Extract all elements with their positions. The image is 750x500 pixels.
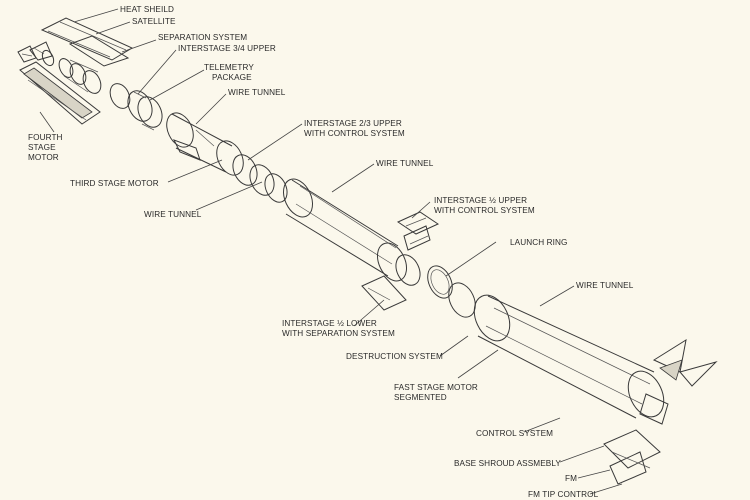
interstage-2-3-part <box>232 154 288 203</box>
label-fast-stage-line2: SEGMENTED <box>394 393 447 402</box>
interstage-1-2-upper-part <box>396 211 440 251</box>
second-stage-motor-part <box>282 178 408 282</box>
label-interstage-2-3-line2: WITH CONTROL SYSTEM <box>304 129 405 138</box>
label-destruction-system: DESTRUCTION SYSTEM <box>346 352 443 361</box>
label-interstage-half-upper-line1: INTERSTAGE ½ UPPER <box>434 196 527 205</box>
label-interstage-2-3-line1: INTERSTAGE 2/3 UPPER <box>304 119 402 128</box>
leader-lines <box>39 8 623 495</box>
label-telemetry-line2: PACKAGE <box>212 73 252 82</box>
label-fm-tip-control: FM TIP CONTROL <box>528 490 599 499</box>
third-stage-motor-part <box>166 112 244 176</box>
label-telemetry-line1: TELEMETRY <box>204 63 254 72</box>
tail-fins-part <box>652 338 718 387</box>
fourth-stage-motor-part <box>19 61 101 125</box>
label-interstage-half-lower-line2: WITH SEPARATION SYSTEM <box>282 329 395 338</box>
first-stage-motor-part <box>473 294 669 425</box>
base-shroud-part <box>603 429 661 485</box>
label-heat-shield: HEAT SHEILD <box>120 5 174 14</box>
satellite-part <box>17 41 55 67</box>
label-third-stage-motor: THIRD STAGE MOTOR <box>70 179 159 188</box>
label-fourth-stage-line2: STAGE <box>28 143 56 152</box>
label-fourth-stage-line1: FOURTH <box>28 133 63 142</box>
separation-system-part <box>68 35 130 67</box>
label-fourth-stage-line3: MOTOR <box>28 153 59 162</box>
label-wire-tunnel-top: WIRE TUNNEL <box>228 88 286 97</box>
telemetry-package-part <box>58 58 131 109</box>
label-launch-ring: LAUNCH RING <box>510 238 568 247</box>
label-interstage-half-lower-line1: INTERSTAGE ½ LOWER <box>282 319 377 328</box>
launch-ring-part <box>427 265 476 318</box>
label-interstage-3-4-upper: INTERSTAGE 3/4 UPPER <box>178 44 276 53</box>
label-satellite: SATELLITE <box>132 17 176 26</box>
label-separation-system: SEPARATION SYSTEM <box>158 33 247 42</box>
label-wire-tunnel-mid: WIRE TUNNEL <box>376 159 434 168</box>
label-fm: FM <box>565 474 577 483</box>
interstage-3-4-upper-part <box>127 90 163 131</box>
interstage-1-2-lower-part <box>361 254 421 311</box>
label-control-system: CONTROL SYSTEM <box>476 429 553 438</box>
label-base-shroud: BASE SHROUD ASSMEBLY <box>454 459 561 468</box>
label-interstage-half-upper-line2: WITH CONTROL SYSTEM <box>434 206 535 215</box>
label-fast-stage-line1: FAST STAGE MOTOR <box>394 383 478 392</box>
label-wire-tunnel-right: WIRE TUNNEL <box>576 281 634 290</box>
label-wire-tunnel-left: WIRE TUNNEL <box>144 210 202 219</box>
heat-shield-part <box>40 17 134 61</box>
